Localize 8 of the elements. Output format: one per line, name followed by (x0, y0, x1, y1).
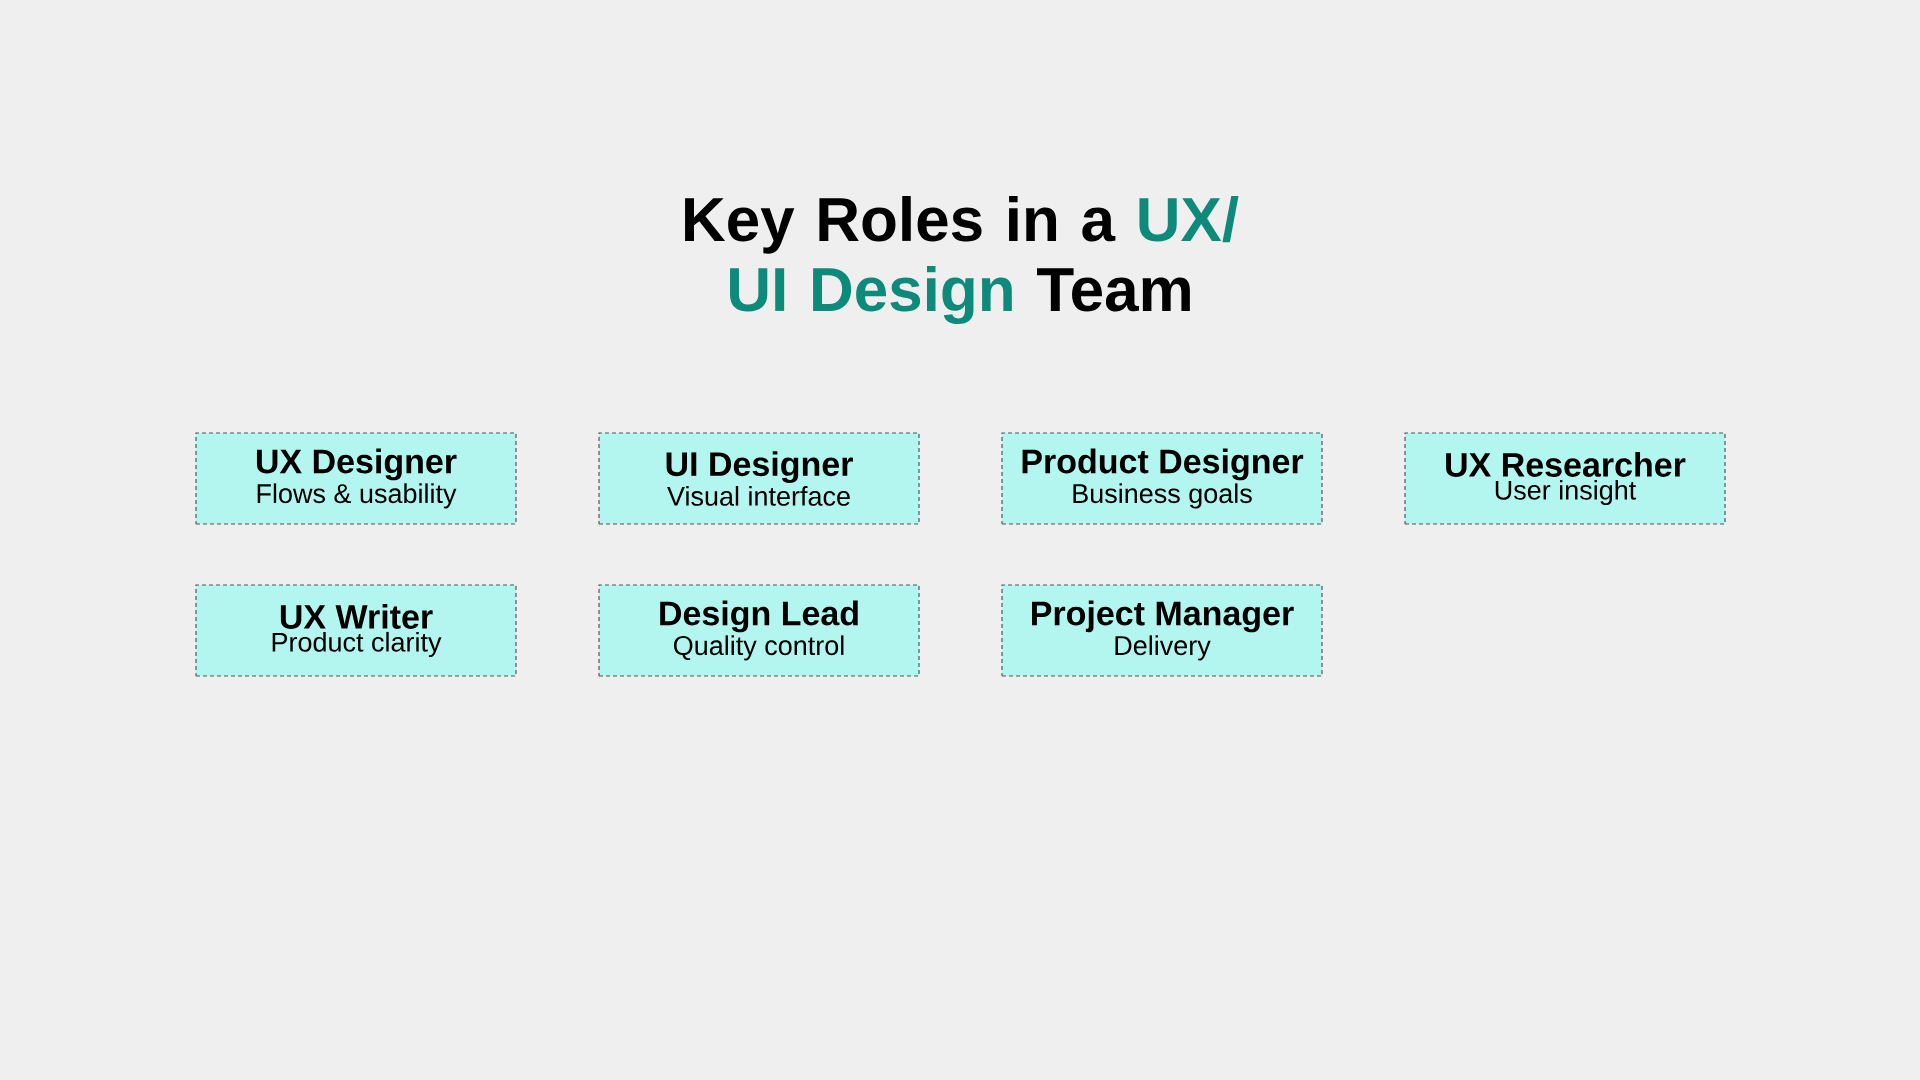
role-box: Project Manager Delivery (1001, 584, 1323, 677)
title: Key Roles in a UX/ UI Design Team (685, 196, 1239, 325)
role-box: Design Lead Quality control (598, 584, 920, 677)
role-box: UX Researcher User insight (1404, 432, 1726, 525)
role-box: UI Designer Visual interface (598, 432, 920, 525)
role-box: UX Writer Product clarity (195, 584, 517, 677)
role-box: UX Designer Flows & usability (195, 432, 517, 525)
role-box: Product Designer Business goals (1001, 432, 1323, 525)
